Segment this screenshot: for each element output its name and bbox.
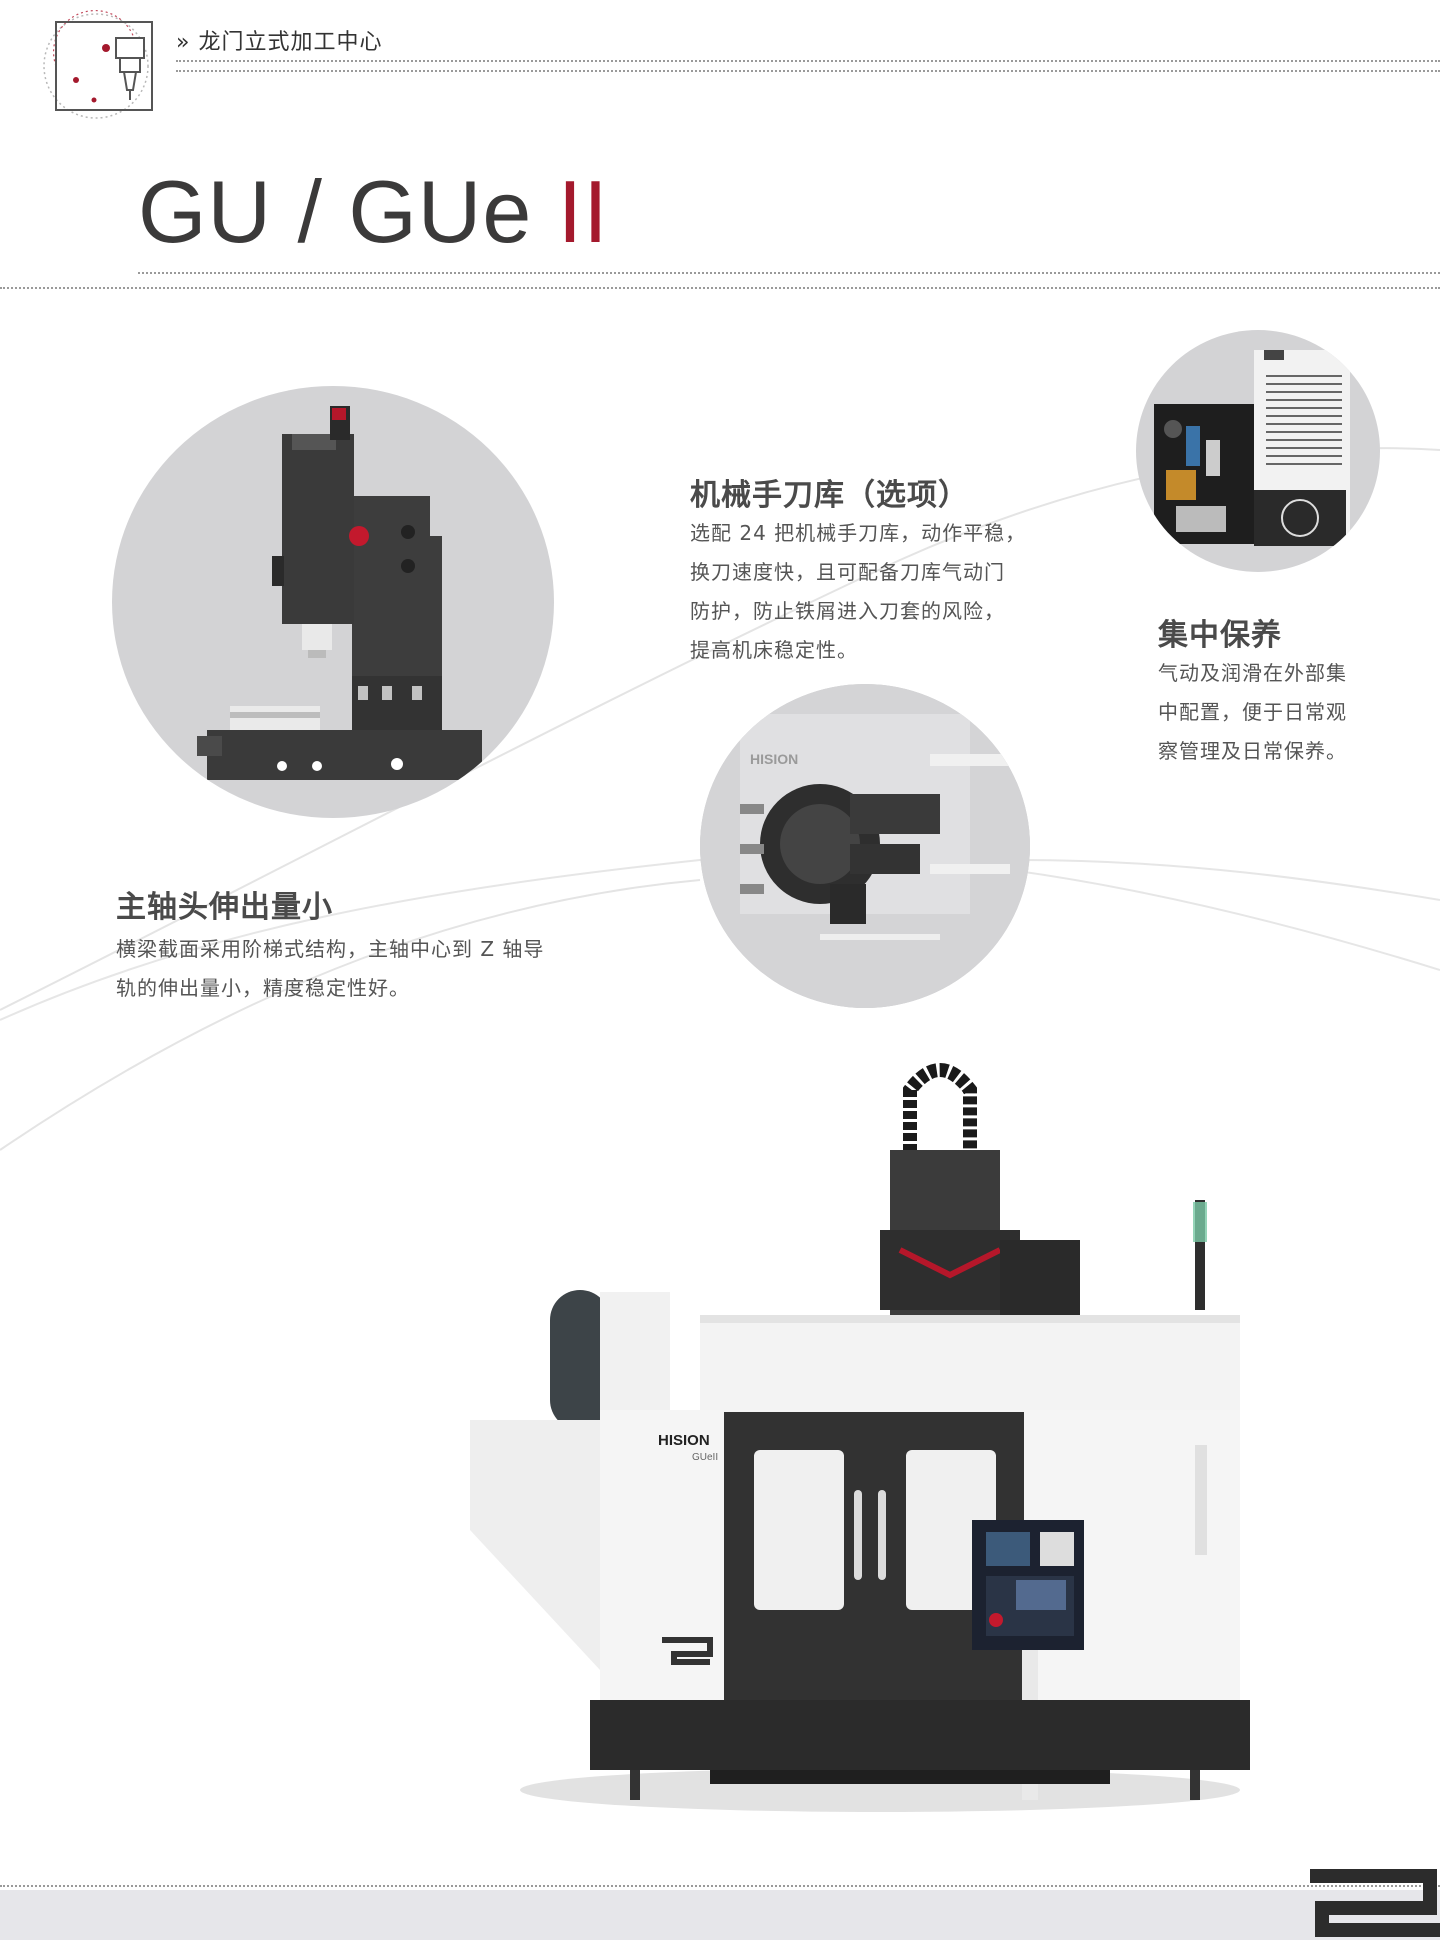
tool-changer-image: HISION <box>700 684 1030 1008</box>
spindle-line: 横梁截面采用阶梯式结构，主轴中心到 Z 轴导 <box>116 937 545 961</box>
svg-text:HISION: HISION <box>750 751 798 767</box>
spindle-line: 轨的伸出量小，精度稳定性好。 <box>116 976 410 1000</box>
title-divider <box>138 272 1440 274</box>
footer-band <box>0 1890 1440 1940</box>
maintenance-line: 中配置，便于日常观 <box>1158 700 1347 724</box>
spindle-heading: 主轴头伸出量小 <box>116 890 333 925</box>
breadcrumb: » 龙门立式加工中心 <box>176 30 383 55</box>
toolchanger-line: 选配 24 把机械手刀库，动作平稳， <box>690 521 1027 545</box>
toolchanger-heading: 机械手刀库（选项） <box>690 478 969 513</box>
toolchanger-description: 选配 24 把机械手刀库，动作平稳， 换刀速度快，且可配备刀库气动门 防护，防止… <box>690 514 1050 670</box>
maintenance-description: 气动及润滑在外部集 中配置，便于日常观 察管理及日常保养。 <box>1158 654 1398 771</box>
maintenance-line: 察管理及日常保养。 <box>1158 739 1347 763</box>
maintenance-heading: 集中保养 <box>1158 618 1282 653</box>
spindle-side-view-image <box>112 386 554 818</box>
logo-badge-icon <box>43 9 153 119</box>
toolchanger-line: 换刀速度快，且可配备刀库气动门 <box>690 560 1005 584</box>
maintenance-line: 气动及润滑在外部集 <box>1158 661 1347 685</box>
title-accent: II <box>557 162 609 261</box>
footer-divider <box>0 1885 1440 1887</box>
header-divider-2 <box>176 70 1440 72</box>
machine-image: HISION GUeII <box>460 1050 1260 1850</box>
header-divider <box>176 60 1440 62</box>
machine-model: GUeII <box>692 1452 718 1463</box>
toolchanger-line: 提高机床稳定性。 <box>690 638 858 662</box>
title-divider-2 <box>0 287 1440 289</box>
page-number-graphic-icon <box>1310 1869 1440 1937</box>
machine-brand: HISION <box>658 1432 710 1449</box>
maintenance-cabinet-image <box>1136 330 1380 572</box>
toolchanger-line: 防护，防止铁屑进入刀套的风险， <box>690 599 1005 623</box>
title-main: GU / GUe <box>138 162 558 261</box>
page-title: GU / GUe II <box>138 168 609 256</box>
spindle-description: 横梁截面采用阶梯式结构，主轴中心到 Z 轴导 轨的伸出量小，精度稳定性好。 <box>116 930 576 1008</box>
